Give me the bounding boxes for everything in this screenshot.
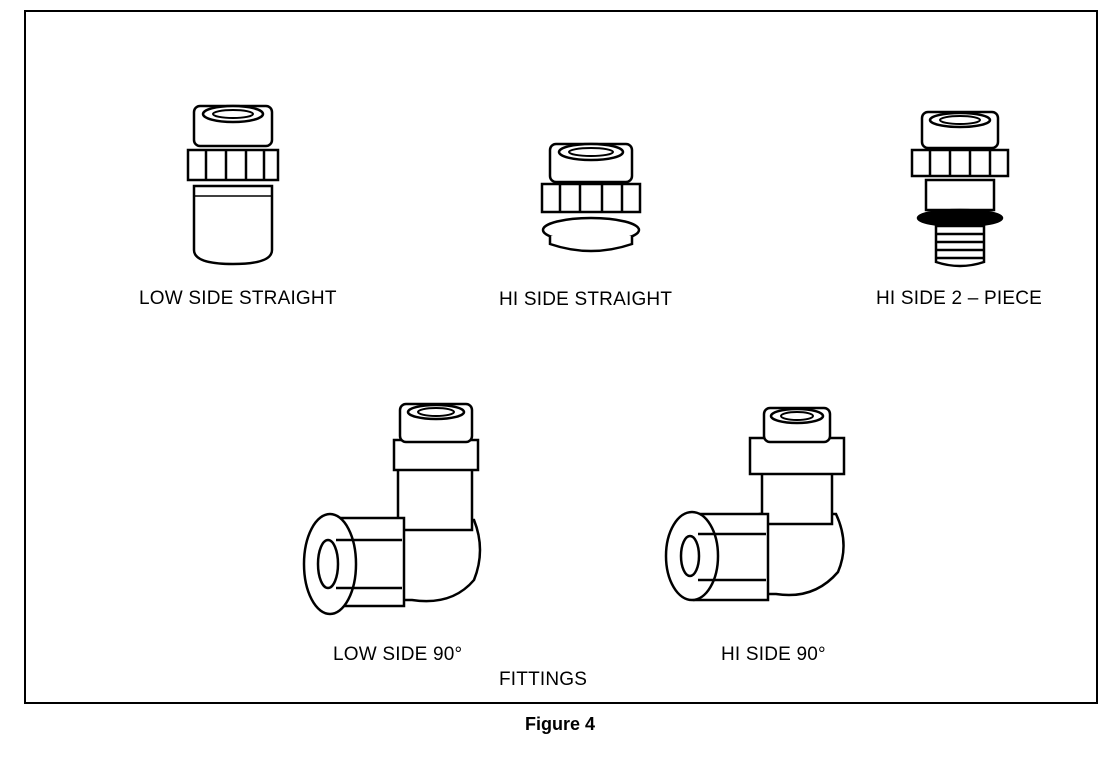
hi-side-90-fitting-icon	[664, 404, 852, 604]
hi-side-2-piece-label: HI SIDE 2 – PIECE	[876, 288, 1043, 309]
low-side-90-fitting-icon	[302, 400, 488, 632]
figure-frame	[24, 10, 1098, 704]
hi-side-straight-label: HI SIDE STRAIGHT	[499, 289, 673, 310]
low-side-straight-fitting-icon	[186, 100, 280, 270]
hi-side-2-piece-fitting-icon	[910, 108, 1010, 272]
hi-side-straight-fitting-icon	[536, 140, 646, 256]
figure-caption: Figure 4	[524, 714, 595, 734]
low-side-90-label: LOW SIDE 90°	[333, 644, 463, 665]
panel-title: FITTINGS	[499, 669, 588, 690]
low-side-straight-label: LOW SIDE STRAIGHT	[139, 288, 337, 309]
hi-side-90-label: HI SIDE 90°	[721, 644, 826, 665]
